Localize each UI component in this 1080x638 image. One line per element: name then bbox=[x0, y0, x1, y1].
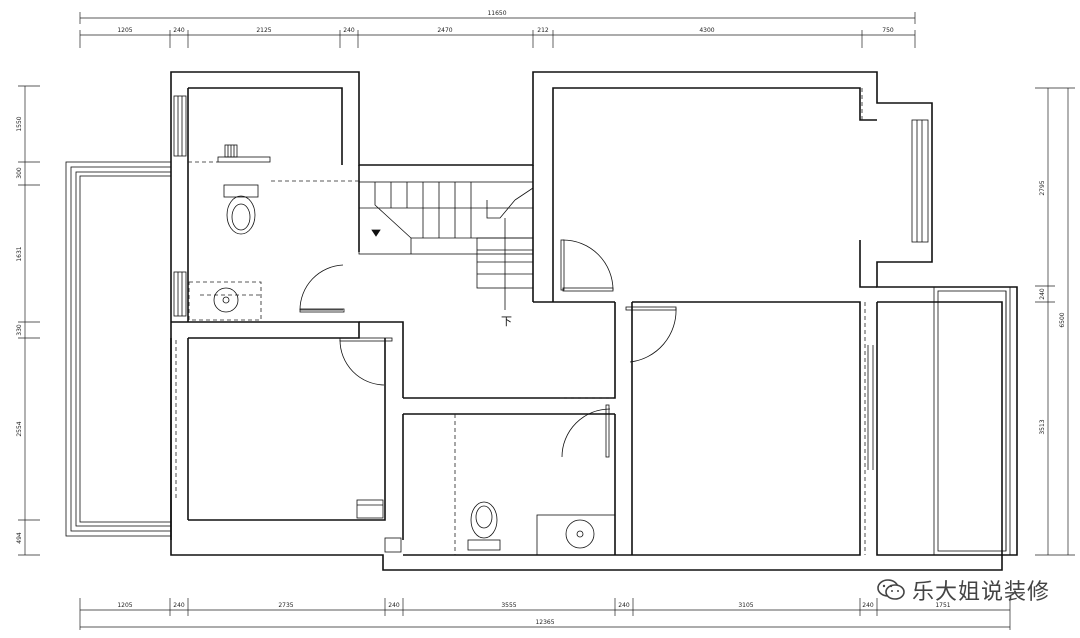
top-dim-6: 212 bbox=[537, 27, 549, 34]
doors bbox=[299, 239, 874, 470]
watermark: 乐大姐说装修 bbox=[876, 574, 1050, 606]
bottom-dim-1: 1205 bbox=[117, 602, 132, 609]
right-dim-3: 3513 bbox=[1039, 419, 1046, 434]
left-dimension-chain: 1550 300 1631 330 2554 494 bbox=[16, 85, 40, 556]
top-dim-2: 240 bbox=[173, 27, 185, 34]
top-ticks bbox=[79, 30, 916, 48]
wechat-icon bbox=[877, 579, 905, 600]
watermark-text: 乐大姐说装修 bbox=[911, 580, 1050, 605]
walls bbox=[170, 71, 1018, 571]
left-balcony bbox=[65, 161, 172, 537]
right-dimension-chain: 2795 240 3513 6500 bbox=[1035, 87, 1075, 556]
bottom-dim-8: 240 bbox=[862, 602, 874, 609]
bottom-ticks bbox=[79, 598, 1011, 630]
toilet-lower bbox=[470, 501, 498, 539]
top-dim-1: 1205 bbox=[117, 27, 132, 34]
windows bbox=[173, 95, 1011, 556]
bottom-dimension-chain: 1205 240 2735 240 3555 240 3105 240 1751… bbox=[79, 598, 1011, 630]
fixtures bbox=[188, 144, 616, 556]
staircase: 下 bbox=[358, 181, 534, 328]
toilet-tank-upper bbox=[223, 184, 259, 198]
top-dimension-chain: 11650 1205 240 2125 240 2470 212 4300 75… bbox=[79, 10, 916, 48]
dashed-lines bbox=[175, 88, 866, 555]
right-dim-2: 240 bbox=[1039, 288, 1046, 300]
top-total-dim: 11650 bbox=[487, 10, 506, 17]
left-dim-5: 2554 bbox=[16, 421, 23, 436]
bottom-dim-7: 3105 bbox=[738, 602, 753, 609]
left-dim-1: 1550 bbox=[16, 116, 23, 131]
top-dim-3: 2125 bbox=[256, 27, 271, 34]
sink-lower bbox=[565, 519, 595, 549]
left-dim-4: 330 bbox=[16, 324, 23, 336]
top-dim-8: 750 bbox=[882, 27, 894, 34]
top-dim-5: 2470 bbox=[437, 27, 452, 34]
top-dim-4: 240 bbox=[343, 27, 355, 34]
bottom-dim-4: 240 bbox=[388, 602, 400, 609]
stair-down-label: 下 bbox=[501, 315, 512, 328]
bottom-dim-6: 240 bbox=[618, 602, 630, 609]
bottom-dim-2: 240 bbox=[173, 602, 185, 609]
right-total-dim: 6500 bbox=[1059, 312, 1066, 327]
bottom-dim-9: 1751 bbox=[935, 602, 950, 609]
bottom-total-dim: 12365 bbox=[535, 619, 554, 626]
right-dim-1: 2795 bbox=[1039, 180, 1046, 195]
sink-upper bbox=[213, 287, 239, 313]
top-dim-7: 4300 bbox=[699, 27, 714, 34]
bottom-dim-3: 2735 bbox=[278, 602, 293, 609]
toilet-upper bbox=[226, 195, 256, 235]
left-dim-2: 300 bbox=[16, 167, 23, 179]
bottom-dim-5: 3555 bbox=[501, 602, 516, 609]
left-dim-3: 1631 bbox=[16, 246, 23, 261]
left-dim-6: 494 bbox=[16, 532, 23, 544]
